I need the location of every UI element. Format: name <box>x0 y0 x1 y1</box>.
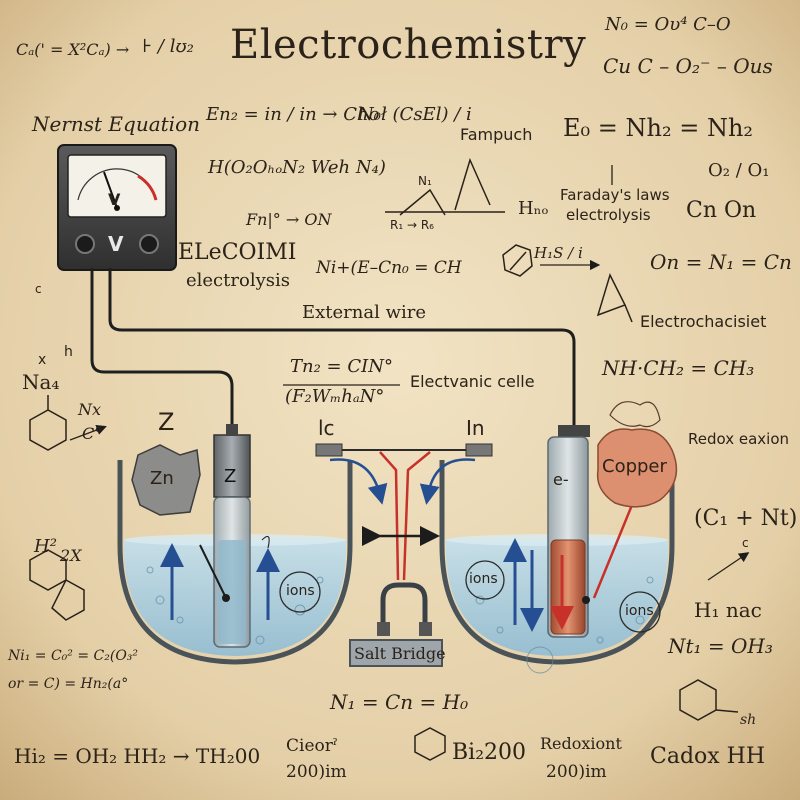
formula-cn-on: Cn On <box>686 198 757 223</box>
ions-label-right-2: ions <box>625 603 654 619</box>
formula-n1cn: N₁ = Cn = H₀ <box>330 690 469 714</box>
formula-nt-oh: Nt₁ = OH₃ <box>668 634 773 658</box>
label-200jim-2: 200)im <box>546 762 607 782</box>
voltmeter-v-label: V <box>108 232 124 256</box>
electrolysis-right-label: electrolysis <box>566 206 651 224</box>
label-sh: sh <box>740 712 757 728</box>
voltmeter-needle <box>103 171 118 209</box>
in-label: In <box>466 416 485 440</box>
ion-arrows <box>160 538 574 632</box>
external-wire-right <box>108 268 576 425</box>
voltmeter-terminal-left <box>75 234 95 254</box>
formula-h2: H² <box>34 536 57 557</box>
molecule-bottom <box>414 727 446 761</box>
faradays-laws-label: Faraday's laws <box>560 186 670 204</box>
copper-label: Copper <box>602 456 667 477</box>
formula-en: En₂ = in / in → Cho <box>206 104 380 125</box>
electrolysis-left-label: electrolysis <box>186 270 290 291</box>
formula-nx: Nx <box>78 400 102 419</box>
formula-top-right-2: Cu C – O₂⁻ – Ous <box>603 54 773 78</box>
formula-ni-c: Ni₁ = C₀² = C₂(O₃² <box>8 648 139 664</box>
formula-h: H(O₂OₕₒN₂ Weh N₄) <box>208 157 386 178</box>
formula-bi: Bi₂200 <box>452 740 527 765</box>
lc-label: lc <box>318 416 335 440</box>
redoxiont-label: Redoxiont <box>540 734 622 753</box>
ion-circle-right-2 <box>619 591 661 633</box>
zinc-z-label: Z <box>158 408 175 436</box>
formula-n-small: N₁ <box>418 174 432 188</box>
salt-bridge-label: Salt Bridge <box>354 644 446 663</box>
voltmeter <box>57 144 177 271</box>
bubbles <box>146 566 654 674</box>
molecule-left-bottom <box>29 549 85 621</box>
molecule-left <box>29 395 67 451</box>
formula-h1nac: H₁ nac <box>694 598 762 622</box>
label-200jim-1: 200)im <box>286 762 347 782</box>
formula-top-right-1: N₀ = Oυ⁴ C–O <box>605 14 731 35</box>
external-wire-label: External wire <box>302 302 427 323</box>
redox-eaxion-label: Redox eaxion <box>688 430 790 448</box>
formula-o: O₂ / O₁ <box>708 160 770 181</box>
molecule-small-hex <box>502 244 533 277</box>
voltmeter-dial-v: V <box>108 190 121 209</box>
formula-fn: Fn|° → ON <box>246 210 332 229</box>
elecoimi-label: ELeCOIMI <box>178 240 297 265</box>
formula-na: Na₄ <box>22 370 60 394</box>
ions-label-left: ions <box>286 583 315 599</box>
connector-wires <box>315 443 493 581</box>
formula-eo: E₀ = Nh₂ = Nh₂ <box>563 114 754 142</box>
molecule-right-bottom <box>679 679 739 721</box>
formula-2x: 2X <box>60 546 82 565</box>
label-x-small: x <box>38 352 47 368</box>
ion-circle-left <box>279 571 321 613</box>
page-title: Electrochemistry <box>230 22 587 68</box>
zn-label: Zn <box>150 468 174 489</box>
formula-f2w: (F₂WₘhₐN° <box>285 386 385 407</box>
copper-chunk <box>596 428 678 508</box>
formula-tn: Tn₂ = CIN° <box>290 356 393 377</box>
formula-cadox: Cadox HH <box>650 744 766 769</box>
formula-nj: N₀ł (CsEl) / i <box>358 104 472 125</box>
electvanic-celle-label: Electvanic celle <box>410 372 535 391</box>
formula-co: C° <box>82 424 103 443</box>
ion-circle-right-1 <box>465 560 505 600</box>
nernst-equation-label: Nernst Equation <box>32 112 200 136</box>
formula-on: On = N₁ = Cn <box>650 250 792 274</box>
formula-or: or = C) = Hn₂(a° <box>8 676 129 692</box>
formula-r: R₁ → R₆ <box>390 218 434 232</box>
formula-ni: Ni+(E–Cn₀ = CH <box>316 258 462 278</box>
zinc-electrode <box>199 424 251 648</box>
triangle-peaks <box>385 157 633 323</box>
fampuch-label: Fampuch <box>460 125 533 144</box>
formula-bottom-1: Hi₂ = OH₂ HH₂ → TH₂00 <box>14 744 261 768</box>
voltmeter-terminal-right <box>139 234 159 254</box>
electrochacisiet-label: Electrochacisiet <box>640 312 767 331</box>
label-c-small: c <box>35 282 42 296</box>
text-arrows <box>69 165 750 581</box>
label-h-small: h <box>64 344 73 360</box>
zinc-electrode-label: Z <box>224 466 237 487</box>
electron-label: e- <box>553 470 569 489</box>
formula-hs: H₁S / i <box>534 244 583 262</box>
formula-top-left: Cₐ(' = X²Cₐ) → <box>16 40 130 59</box>
formula-nh-ch: NH·CH₂ = CH₃ <box>602 356 755 380</box>
ions-label-right-1: ions <box>469 571 498 587</box>
formula-c1nt: (C₁ + Nt) <box>694 506 798 531</box>
label-c-right: c <box>742 536 749 550</box>
zinc-chunk <box>131 444 201 516</box>
cieor-label: Cieorˀ <box>286 736 338 756</box>
salt-bridge <box>349 582 443 667</box>
formula-hno: Hₙₒ <box>518 198 549 219</box>
external-wire-left <box>90 268 234 435</box>
formula-top-left-frac: ⊦ / lʊ₂ <box>142 36 194 57</box>
